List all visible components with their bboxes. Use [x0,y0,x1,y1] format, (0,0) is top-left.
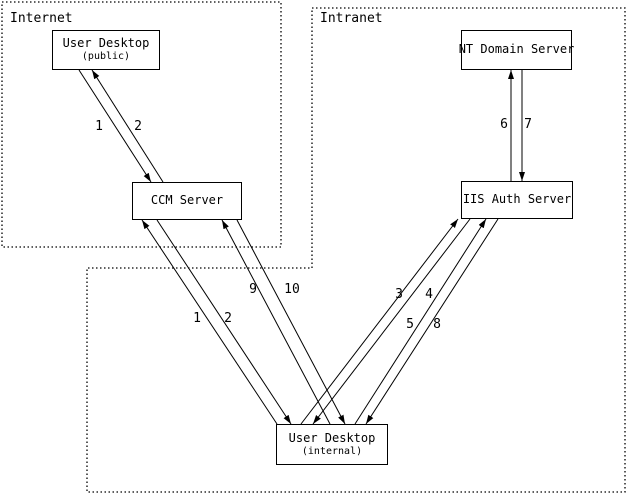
region-outline-intranet [86,7,626,493]
arrow-step-10-ccm-server-to-user-desktop-internal [236,219,346,425]
region-label-intranet: Intranet [320,11,383,26]
node-label: User Desktop [288,430,376,445]
node-iis-auth-server: IIS Auth Server [461,181,573,219]
arrow-label-3: 3 [395,287,403,302]
arrow-label-1: 1 [193,311,201,326]
node-label: IIS Auth Server [462,192,572,207]
arrow-step-8-iis-auth-server-to-user-desktop-internal [365,218,499,425]
node-sublabel: (public) [81,51,131,63]
node-nt-domain-server: NT Domain Server [458,30,575,70]
arrow-step-9-user-desktop-internal-to-ccm-server [221,219,331,425]
arrow-step-2-ccm-server-to-user-desktop-internal [156,219,292,425]
node-ccm-server: CCM Server [132,182,242,220]
arrow-label-6: 6 [500,117,508,132]
arrow-label-9: 9 [249,282,257,297]
arrow-step-2-ccm-server-to-user-desktop-public [91,69,164,183]
arrow-step-1-user-desktop-public-to-ccm-server [78,69,152,183]
arrow-label-1: 1 [95,119,103,134]
node-user-desktop-internal: User Desktop(internal) [276,424,388,465]
region-outline-internet [1,1,282,248]
arrow-step-1-user-desktop-internal-to-ccm-server [141,219,278,425]
arrow-label-8: 8 [433,317,441,332]
node-label: User Desktop [62,36,150,51]
arrow-label-7: 7 [524,117,532,132]
arrow-label-2: 2 [134,119,142,134]
region-label-internet: Internet [10,11,73,26]
node-label: NT Domain Server [458,42,575,57]
node-label: CCM Server [150,193,224,208]
arrow-label-4: 4 [425,287,433,302]
node-sublabel: (internal) [301,445,363,457]
arrow-step-5-user-desktop-internal-to-iis-auth-server [354,218,487,425]
node-user-desktop-public: User Desktop(public) [52,30,160,70]
arrow-step-4-iis-auth-server-to-user-desktop-internal [312,218,471,425]
arrow-step-3-user-desktop-internal-to-iis-auth-server [300,218,459,425]
arrow-label-2: 2 [224,311,232,326]
arrow-label-5: 5 [406,317,414,332]
arrow-label-10: 10 [284,282,300,297]
